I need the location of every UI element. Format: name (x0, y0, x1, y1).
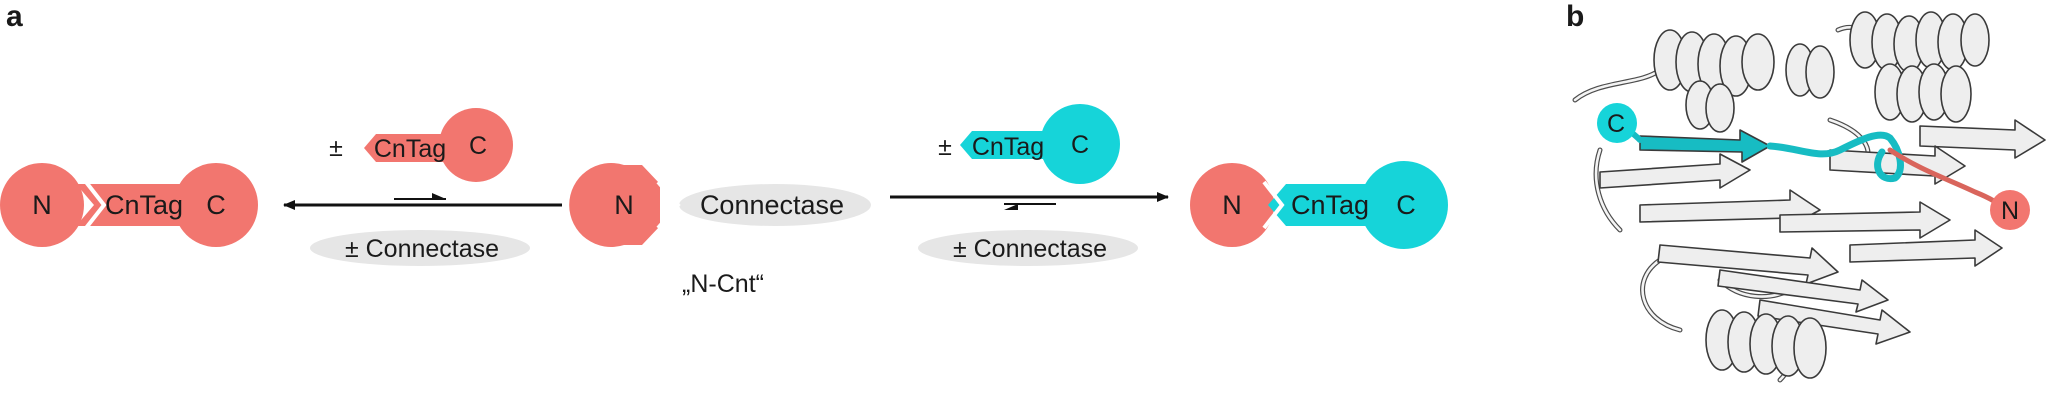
left-short-arrow-barb (432, 193, 446, 199)
helix-top-left (1653, 29, 1775, 133)
right-condition: ± Connectase (918, 230, 1138, 266)
right-product-tag-shape (1268, 184, 1378, 226)
right-reagent: ± CnTag C (938, 104, 1120, 184)
n-terminus-label: N (2001, 197, 2019, 225)
left-product-tag-label: CnTag (105, 190, 183, 220)
right-reagent-tag-label: CnTag (972, 133, 1044, 161)
right-short-arrow-barb (1004, 204, 1018, 210)
center-caption: „N-Cnt“ (682, 270, 764, 298)
right-reagent-tag-shape (960, 131, 1048, 159)
right-product-n-circle (1190, 163, 1274, 247)
right-reagent-c-circle (1040, 104, 1120, 184)
left-reagent-pm: ± (329, 134, 343, 162)
left-product-tag-shape (76, 184, 190, 226)
left-product-n-label: N (32, 190, 52, 220)
helix-bottom (1705, 309, 1827, 379)
right-product-c-circle (1360, 161, 1448, 249)
c-terminus-label: C (1607, 110, 1625, 138)
right-condition-label: ± Connectase (953, 235, 1107, 263)
left-product-n-circle (0, 163, 84, 247)
right-product-n-label: N (1222, 190, 1242, 220)
right-product-tag-label: CnTag (1291, 190, 1369, 220)
left-condition: ± Connectase (310, 230, 530, 266)
beta-sheet (1599, 119, 2046, 345)
protein-cartoon (1572, 11, 2046, 383)
left-product: N CnTag C (0, 163, 258, 247)
left-reagent-tag-shape (364, 134, 448, 162)
left-equilibrium-arrows (283, 193, 562, 210)
left-product-notch (84, 180, 107, 230)
connectase-ellipse (679, 184, 871, 226)
right-product-c-label: C (1396, 190, 1416, 220)
center-notch (660, 184, 678, 226)
c-terminus-marker: C (1597, 103, 1637, 143)
center-notch-edge (656, 180, 681, 230)
right-product-notch (1262, 180, 1285, 230)
cyan-loop (1766, 131, 1904, 183)
right-reagent-pm: ± (938, 133, 952, 161)
panel-b-label: b (1566, 0, 1584, 33)
connectase-label: Connectase (700, 190, 844, 220)
left-reagent-tag-label: CnTag (374, 135, 446, 163)
right-condition-ellipse (918, 230, 1138, 266)
right-product: N CnTag C (1190, 161, 1448, 249)
right-equilibrium-arrows (890, 192, 1169, 210)
left-product-c-circle (174, 163, 258, 247)
panel-a-label: a (6, 0, 23, 33)
center-n-shape (569, 163, 660, 248)
center-n-label: N (614, 190, 634, 220)
c-terminus-circle (1597, 103, 1637, 143)
left-reagent: ± CnTag C (329, 108, 513, 182)
center-complex: N Connectase „N-Cnt“ (569, 163, 871, 298)
left-condition-ellipse (310, 230, 530, 266)
cyan-strand (1639, 129, 1771, 163)
left-product-c-label: C (206, 190, 226, 220)
n-terminus-circle (1990, 190, 2030, 230)
n-terminus-marker: N (1990, 190, 2030, 230)
helix-top-right (1785, 11, 1990, 123)
left-reagent-c-label: C (469, 132, 487, 160)
left-condition-label: ± Connectase (345, 235, 499, 263)
right-reagent-c-label: C (1071, 131, 1089, 159)
left-reagent-c-circle (439, 108, 513, 182)
